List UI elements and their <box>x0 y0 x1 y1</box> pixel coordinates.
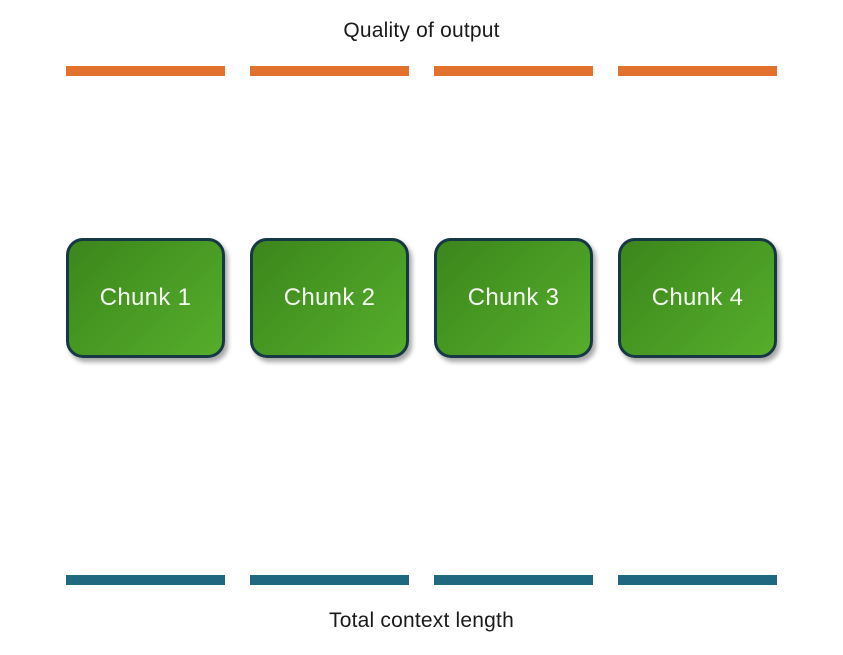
top-axis-label: Quality of output <box>343 19 500 42</box>
chunk-box-4: Chunk 4 <box>618 238 777 358</box>
chunk-label: Chunk 3 <box>467 284 560 311</box>
quality-bar <box>434 66 593 76</box>
context-bar <box>66 575 225 585</box>
chunk-label: Chunk 2 <box>283 284 376 311</box>
quality-bar <box>618 66 777 76</box>
chunk-box-1: Chunk 1 <box>66 238 225 358</box>
quality-bar-row <box>66 66 777 76</box>
quality-bar <box>250 66 409 76</box>
bottom-axis-label: Total context length <box>329 609 514 632</box>
chunk-box-3: Chunk 3 <box>434 238 593 358</box>
context-bar <box>618 575 777 585</box>
chunk-label: Chunk 1 <box>99 284 192 311</box>
context-bar <box>250 575 409 585</box>
context-bar <box>434 575 593 585</box>
chunk-label: Chunk 4 <box>651 284 744 311</box>
quality-bar <box>66 66 225 76</box>
chunk-row: Chunk 1 Chunk 2 Chunk 3 Chunk 4 <box>66 238 777 358</box>
chunk-box-2: Chunk 2 <box>250 238 409 358</box>
context-bar-row <box>66 575 777 585</box>
